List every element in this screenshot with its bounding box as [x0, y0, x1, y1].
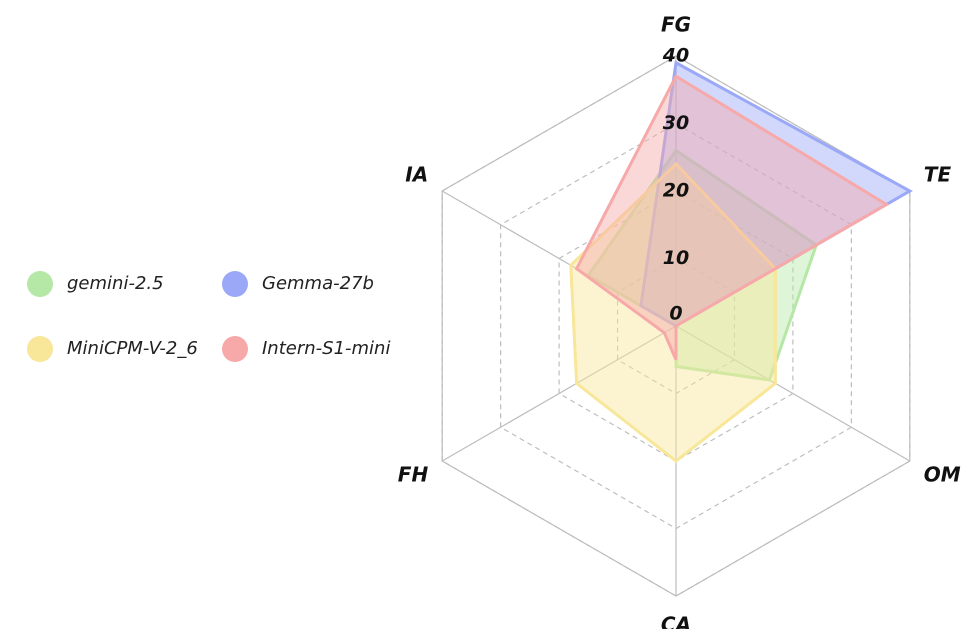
axis-label-om: OM [924, 463, 961, 487]
tick-label-30: 30 [663, 112, 689, 134]
spoke-fh [441, 325, 677, 462]
tick-label-0: 0 [669, 303, 682, 325]
legend-swatch-minicpm-v-2-6 [27, 336, 53, 362]
spoke-om [675, 325, 911, 462]
axis-label-te: TE [924, 163, 952, 187]
axis-label-ia: IA [405, 163, 428, 187]
legend-label-intern-s1-mini: Intern-S1-mini [262, 338, 390, 359]
series-gemma-27b [639, 60, 913, 347]
axis-label-fg: FG [661, 13, 691, 37]
radial-tick-labels: 0 10 20 30 40 [662, 45, 689, 325]
legend-swatch-intern-s1-mini [222, 336, 248, 362]
tick-label-40: 40 [662, 45, 689, 67]
tick-label-10: 10 [663, 247, 689, 269]
tick-label-20: 20 [663, 180, 689, 202]
legend-swatch-gemma-27b [222, 271, 248, 297]
axis-label-ca: CA [661, 613, 691, 629]
legend-label-gemini-2-5: gemini-2.5 [67, 273, 164, 294]
radar-series [569, 60, 913, 463]
series-intern-s1-mini [574, 74, 890, 361]
legend-label-gemma-27b: Gemma-27b [262, 273, 374, 294]
axis-label-fh: FH [398, 463, 429, 487]
axis-labels: FG TE OM CA FH IA [398, 13, 961, 629]
legend-label-minicpm-v-2-6: MiniCPM-V-2_6 [67, 338, 198, 359]
legend-swatch-gemini-2-5 [27, 271, 53, 297]
